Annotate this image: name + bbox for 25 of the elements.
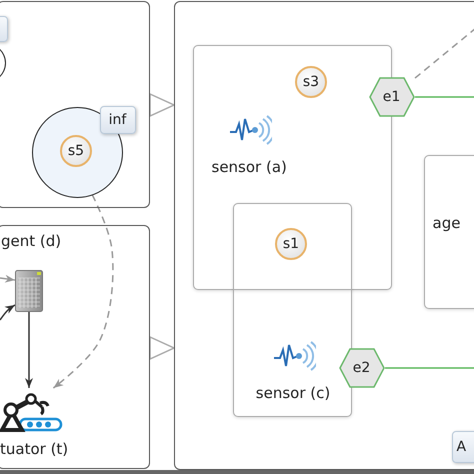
sensor-badge: s1 [275, 228, 307, 260]
sensor-label: sensor (c) [254, 384, 332, 402]
sensor-label: sensor (a) [212, 158, 287, 176]
node-box [232, 202, 352, 416]
connector-line [415, 96, 474, 98]
node-label: age [432, 214, 460, 232]
connector-line [414, 27, 474, 79]
node-caption: tuator (t) [0, 440, 68, 458]
arrow [149, 336, 175, 360]
agent-label: gent (d) [1, 232, 62, 250]
hexagon-node: e2 [338, 348, 384, 388]
panel [0, 1, 150, 208]
arrow [52, 194, 114, 389]
arrow [0, 304, 16, 320]
sensor-badge: s3 [295, 66, 327, 98]
arrow [0, 274, 16, 283]
sensor-badge: s5 [60, 135, 92, 167]
tag-label: inf [100, 106, 136, 134]
connector-line [385, 367, 474, 369]
arrow [149, 93, 175, 117]
panel [0, 225, 150, 469]
hexagon-node: e1 [368, 76, 414, 116]
tag-label: A [452, 430, 474, 462]
node-box [424, 154, 474, 308]
arrow [25, 312, 33, 388]
